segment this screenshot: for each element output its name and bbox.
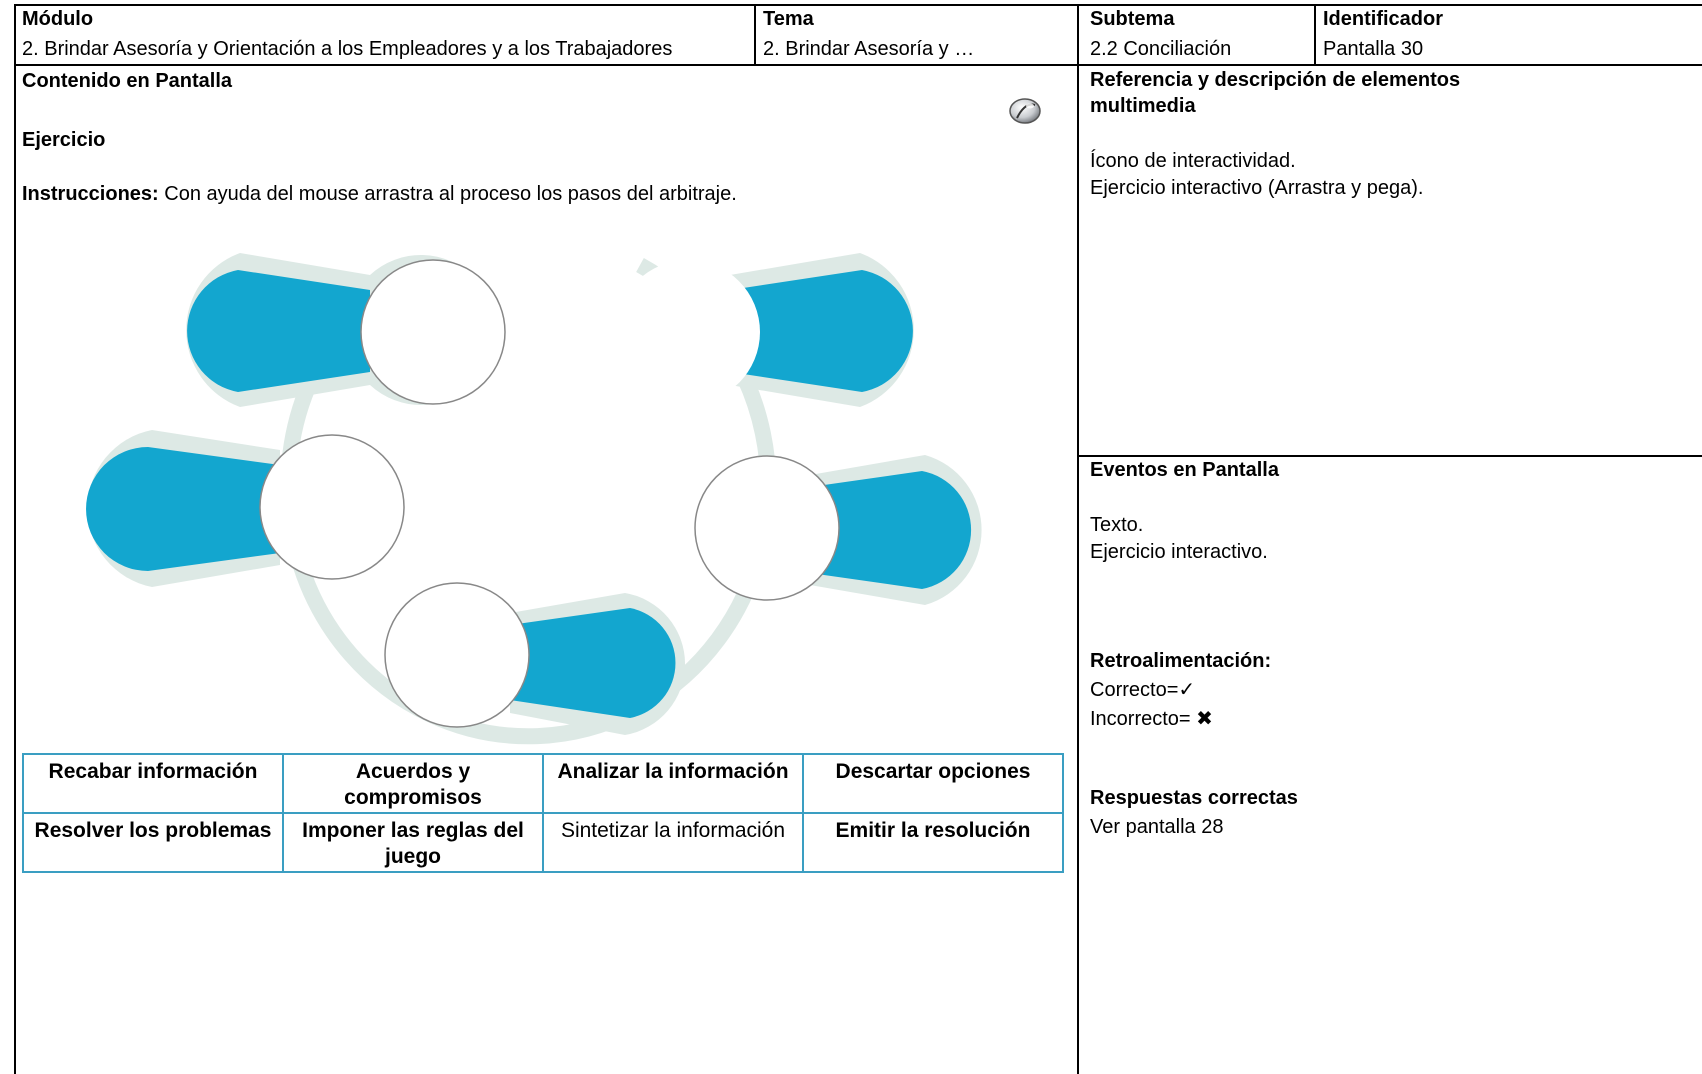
option-analizar-informacion[interactable]: Analizar la información [542, 753, 804, 814]
identificador-label: Identificador [1323, 8, 1444, 30]
tema-label: Tema [763, 8, 814, 30]
option-acuerdos-compromisos[interactable]: Acuerdos y compromisos [282, 753, 544, 814]
option-imponer-reglas[interactable]: Imponer las reglas del juego [282, 812, 544, 873]
drop-slot-5[interactable] [384, 582, 686, 735]
events-title: Eventos en Pantalla [1090, 459, 1279, 481]
drop-slot-2[interactable] [616, 253, 914, 407]
option-sintetizar-informacion[interactable]: Sintetizar la información [542, 812, 804, 873]
feedback-correct: Correcto=✓ [1090, 679, 1196, 701]
drop-slot-1[interactable] [186, 253, 506, 407]
references-item-2: Ejercicio interactivo (Arrastra y pega). [1090, 177, 1424, 199]
answers-title: Respuestas correctas [1090, 787, 1298, 809]
subtema-value: 2.2 Conciliación [1090, 38, 1232, 60]
content-section-title: Contenido en Pantalla [22, 70, 233, 92]
instructions-text: Con ayuda del mouse arrastra al proceso … [158, 183, 737, 205]
option-emitir-resolucion[interactable]: Emitir la resolución [802, 812, 1064, 873]
identificador-value: Pantalla 30 [1323, 38, 1424, 60]
options-row: Recabar información Acuerdos y compromis… [22, 753, 1064, 814]
modulo-value: 2. Brindar Asesoría y Orientación a los … [22, 38, 673, 60]
references-title: Referencia y descripción de elementos mu… [1090, 67, 1460, 119]
events-item-2: Ejercicio interactivo. [1090, 541, 1268, 563]
mouse-icon [1008, 96, 1042, 126]
instructions: Instrucciones: Con ayuda del mouse arras… [22, 183, 737, 206]
subtema-label: Subtema [1090, 8, 1175, 30]
modulo-label: Módulo [22, 8, 94, 30]
answers-text: Ver pantalla 28 [1090, 816, 1224, 838]
references-title-line1: Referencia y descripción de elementos [1090, 69, 1461, 91]
options-row: Resolver los problemas Imponer las regla… [22, 812, 1064, 873]
instructions-label: Instrucciones: [22, 183, 159, 205]
feedback-title: Retroalimentación: [1090, 650, 1272, 672]
drop-slot-4[interactable] [694, 455, 982, 605]
option-resolver-problemas[interactable]: Resolver los problemas [22, 812, 284, 873]
feedback-incorrect: Incorrecto= ✖ [1090, 708, 1213, 730]
option-recabar-informacion[interactable]: Recabar información [22, 753, 284, 814]
options-table: Recabar información Acuerdos y compromis… [22, 753, 1064, 873]
process-ring [280, 257, 777, 745]
events-item-1: Texto. [1090, 514, 1144, 536]
tema-value: 2. Brindar Asesoría y … [763, 38, 975, 60]
references-title-line2: multimedia [1090, 95, 1196, 117]
references-item-1: Ícono de interactividad. [1090, 150, 1296, 172]
drop-slot-3[interactable] [86, 430, 405, 587]
option-descartar-opciones[interactable]: Descartar opciones [802, 753, 1064, 814]
exercise-title: Ejercicio [22, 129, 106, 151]
process-diagram [86, 253, 982, 745]
